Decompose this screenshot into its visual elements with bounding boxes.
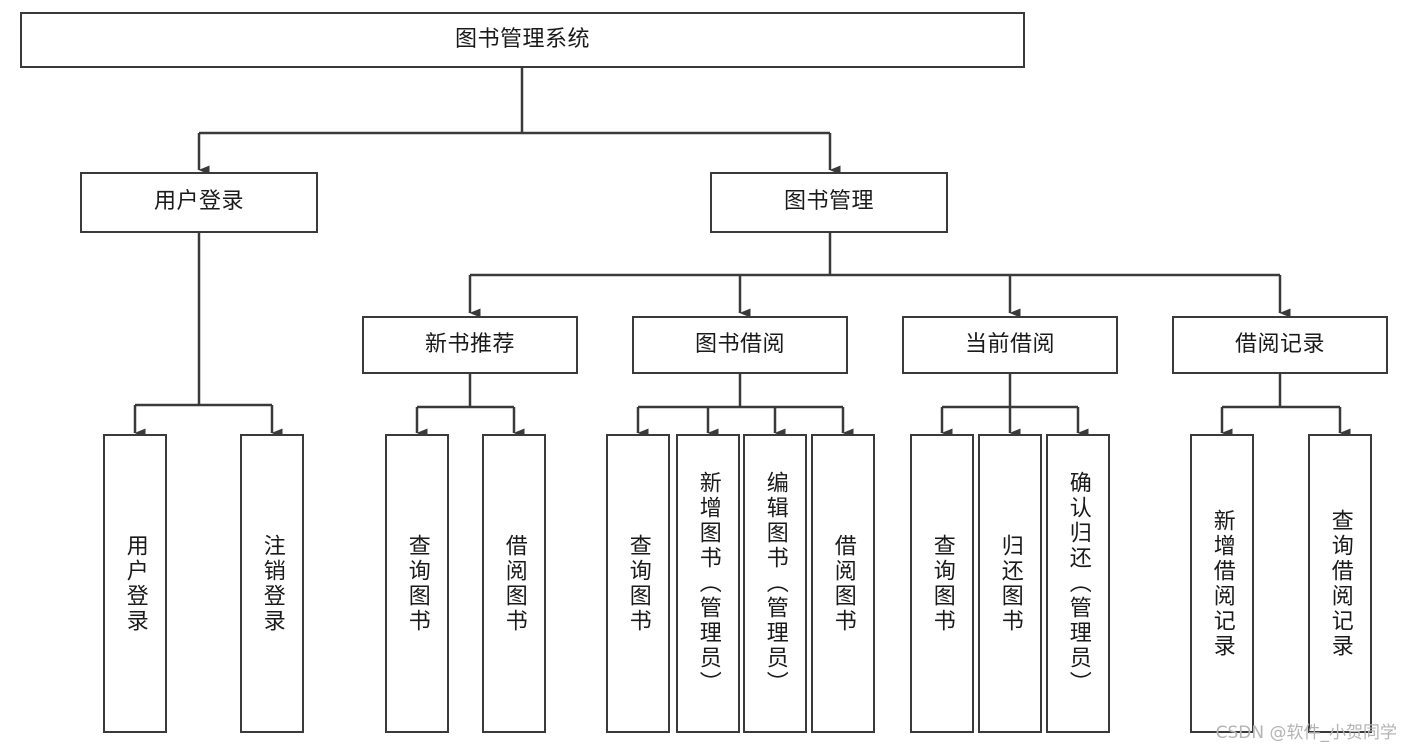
- node-label: 借阅图书: [830, 533, 856, 634]
- leaf-recommend-borrow-book[interactable]: 借阅图书: [482, 434, 546, 733]
- node-label: 当前借阅: [964, 331, 1055, 357]
- node-label: 查询图书: [625, 533, 651, 634]
- leaf-user-login-login[interactable]: 用户登录: [103, 434, 167, 733]
- leaf-current-confirm-return[interactable]: 确认归还（管理员）: [1046, 434, 1110, 733]
- leaf-current-return-book[interactable]: 归还图书: [978, 434, 1042, 733]
- leaf-current-query-book[interactable]: 查询图书: [910, 434, 974, 733]
- node-label: 用户登录: [153, 189, 244, 215]
- node-label: 新书推荐: [424, 331, 515, 357]
- node-label: 查询图书: [404, 533, 430, 634]
- node-label: 归还图书: [997, 533, 1023, 634]
- node-borrow-record[interactable]: 借阅记录: [1172, 316, 1388, 374]
- node-label: 注销登录: [259, 533, 285, 634]
- leaf-borrow-add-book[interactable]: 新增图书（管理员）: [676, 434, 740, 733]
- node-label: 编辑图书（管理员）: [762, 471, 788, 696]
- node-current-borrow[interactable]: 当前借阅: [902, 316, 1118, 374]
- leaf-record-query-record[interactable]: 查询借阅记录: [1308, 434, 1372, 733]
- node-label: 用户登录: [122, 533, 148, 634]
- node-label: 借阅图书: [501, 533, 527, 634]
- node-new-book-recommend[interactable]: 新书推荐: [362, 316, 578, 374]
- watermark-text: CSDN @软件_小贺同学: [1215, 723, 1397, 743]
- leaf-recommend-query-book[interactable]: 查询图书: [385, 434, 449, 733]
- node-label: 图书借阅: [694, 331, 785, 357]
- node-label: 图书管理系统: [454, 26, 590, 52]
- leaf-borrow-borrow-book[interactable]: 借阅图书: [811, 434, 875, 733]
- node-label: 图书管理: [783, 189, 874, 215]
- node-label: 确认归还（管理员）: [1065, 471, 1091, 696]
- node-label: 新增图书（管理员）: [695, 471, 721, 696]
- leaf-user-login-logout[interactable]: 注销登录: [240, 434, 304, 733]
- node-book-borrow[interactable]: 图书借阅: [632, 316, 848, 374]
- node-user-login[interactable]: 用户登录: [80, 172, 318, 233]
- node-label: 借阅记录: [1234, 331, 1325, 357]
- node-root-system[interactable]: 图书管理系统: [20, 12, 1025, 68]
- node-label: 查询借阅记录: [1327, 508, 1353, 659]
- leaf-record-add-record[interactable]: 新增借阅记录: [1190, 434, 1254, 733]
- leaf-borrow-query-book[interactable]: 查询图书: [606, 434, 670, 733]
- node-label: 查询图书: [929, 533, 955, 634]
- node-book-management[interactable]: 图书管理: [710, 172, 948, 233]
- leaf-borrow-edit-book[interactable]: 编辑图书（管理员）: [743, 434, 807, 733]
- node-label: 新增借阅记录: [1209, 508, 1235, 659]
